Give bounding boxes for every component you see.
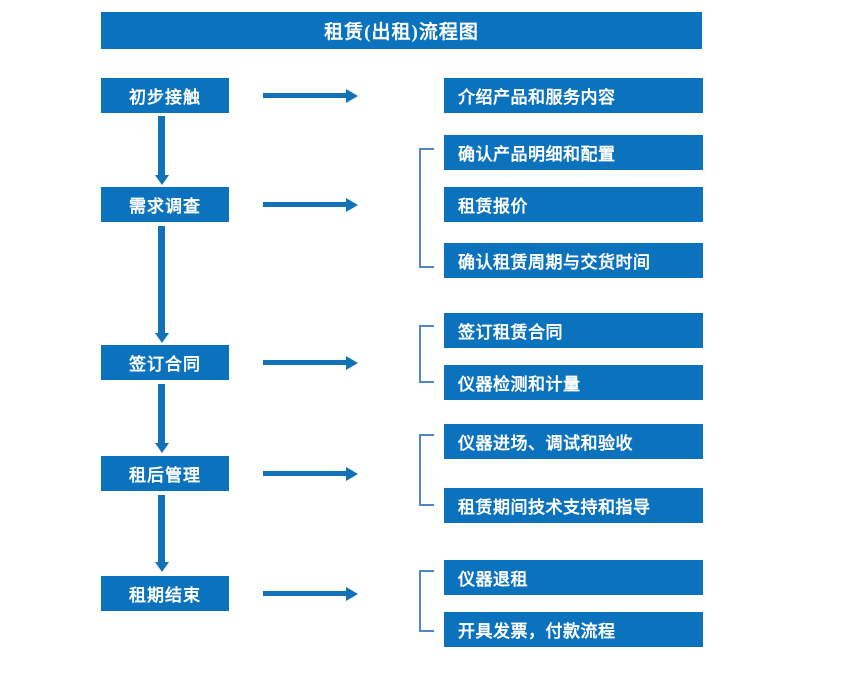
right-arrow-stage-5 [263,591,347,596]
stage-box-5[interactable]: 租期结束 [101,576,229,611]
detail-label-5: 签订租赁合同 [458,323,563,342]
detail-box-6[interactable]: 仪器检测和计量 [444,365,703,400]
detail-label-4: 确认租赁周期与交货时间 [458,253,651,272]
detail-box-10[interactable]: 开具发票，付款流程 [444,612,703,647]
right-arrow-stage-4 [263,471,347,476]
stage-label-4: 租后管理 [129,466,201,485]
stage-box-3[interactable]: 签订合同 [101,345,229,380]
stage-label-5: 租期结束 [129,586,201,605]
flowchart-title: 租赁(出租)流程图 [101,12,702,49]
detail-label-7: 仪器进场、调试和验收 [458,434,633,453]
down-arrow-1-to-2 [158,116,165,176]
stage-box-4[interactable]: 租后管理 [101,456,229,491]
detail-box-2[interactable]: 确认产品明细和配置 [444,135,703,170]
detail-box-9[interactable]: 仪器退租 [444,560,703,595]
group-bracket-3 [419,325,434,383]
down-arrow-2-to-3 [158,226,165,334]
detail-box-8[interactable]: 租赁期间技术支持和指导 [444,488,703,523]
right-arrow-stage-2 [263,202,347,207]
detail-label-2: 确认产品明细和配置 [458,145,616,164]
detail-box-7[interactable]: 仪器进场、调试和验收 [444,424,703,459]
down-arrow-4-to-5 [158,495,165,563]
detail-box-1[interactable]: 介绍产品和服务内容 [444,78,703,113]
stage-label-2: 需求调查 [129,197,201,216]
detail-label-9: 仪器退租 [458,570,528,589]
stage-label-1: 初步接触 [129,88,201,107]
detail-box-5[interactable]: 签订租赁合同 [444,313,703,348]
right-arrow-stage-3 [263,360,347,365]
group-bracket-5 [419,570,434,632]
detail-label-3: 租赁报价 [458,197,528,216]
stage-box-2[interactable]: 需求调查 [101,187,229,222]
right-arrow-stage-1 [263,93,347,98]
stage-box-1[interactable]: 初步接触 [101,78,229,113]
detail-label-8: 租赁期间技术支持和指导 [458,498,651,517]
group-bracket-4 [419,434,434,506]
detail-label-10: 开具发票，付款流程 [458,622,616,641]
detail-label-6: 仪器检测和计量 [458,375,581,394]
stage-label-3: 签订合同 [129,355,201,374]
group-bracket-2 [419,148,434,268]
detail-box-4[interactable]: 确认租赁周期与交货时间 [444,243,703,278]
down-arrow-3-to-4 [158,384,165,444]
detail-label-1: 介绍产品和服务内容 [458,88,616,107]
detail-box-3[interactable]: 租赁报价 [444,187,703,222]
